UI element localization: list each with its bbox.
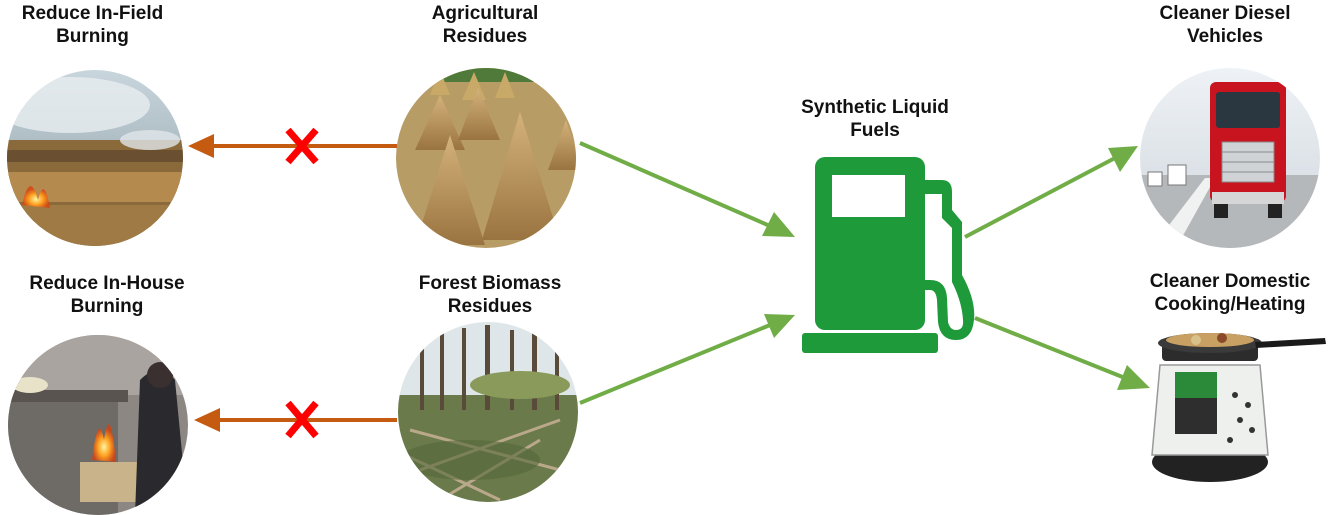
arrow-fuel-to-cooking [974,316,1150,390]
arrow-fuel-to-diesel [964,146,1138,239]
arrow-agri-to-fuel [579,141,795,237]
fuel-pump-icon [802,157,975,353]
field-burning-image [7,70,183,246]
label-cleaner-domestic-cooking-heating: Cleaner Domestic Cooking/Heating [1149,271,1311,315]
label-forest-biomass-residues: Forest Biomass Residues [418,273,562,317]
agricultural-residues-image [396,68,576,248]
label-synthetic-liquid-fuels: Synthetic Liquid Fuels [801,97,949,141]
label-cleaner-diesel-vehicles: Cleaner Diesel Vehicles [1159,3,1291,47]
cross-icon [285,127,319,165]
label-reduce-in-house-burning: Reduce In-House Burning [29,273,185,317]
in-house-burning-image [8,335,188,515]
forest-biomass-image [398,322,578,502]
cooking-stove-image [1151,333,1326,482]
arrow-forest-to-house-burning [194,408,397,432]
arrow-forest-to-fuel [579,314,795,405]
diesel-truck-image [1140,68,1320,248]
label-agricultural-residues: Agricultural Residues [431,3,539,47]
cross-icon [285,400,319,439]
label-reduce-in-field-burning: Reduce In-Field Burning [21,3,164,47]
